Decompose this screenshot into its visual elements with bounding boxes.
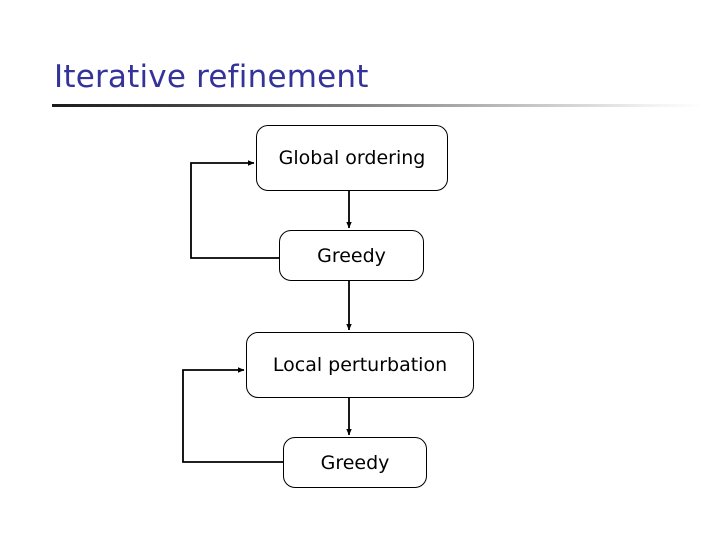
- title-divider: [52, 104, 704, 107]
- flowchart-node-local-perturbation[interactable]: Local perturbation: [246, 332, 474, 398]
- flowchart-node-greedy-1[interactable]: Greedy: [279, 230, 424, 281]
- flowchart-node-global-ordering[interactable]: Global ordering: [256, 125, 448, 191]
- flowchart-node-greedy-2[interactable]: Greedy: [283, 437, 427, 488]
- page-title: Iterative refinement: [54, 58, 369, 95]
- flowchart-node-label: Greedy: [320, 451, 390, 474]
- flowchart-node-label: Local perturbation: [272, 354, 448, 376]
- flowchart-node-label: Greedy: [317, 244, 386, 267]
- flowchart-node-label: Global ordering: [278, 147, 426, 169]
